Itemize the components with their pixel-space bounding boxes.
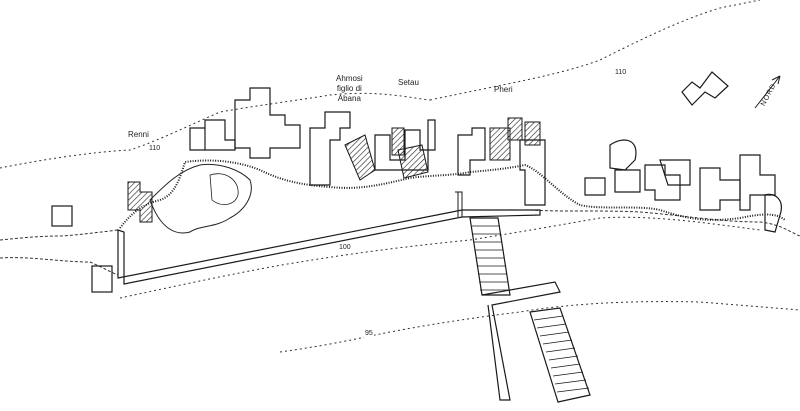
hatched-renni xyxy=(127,181,153,223)
contour-label-95: 95 xyxy=(364,330,374,338)
stair-treads xyxy=(472,225,590,393)
chamber-north-detached xyxy=(681,71,729,106)
chamber-outlier-left xyxy=(51,205,73,227)
chamber-right-9 xyxy=(764,193,782,233)
hatched-paheri-3 xyxy=(524,121,541,146)
stair-upper-outline xyxy=(469,217,511,296)
contour-label-110-left: 110 xyxy=(148,145,162,153)
label-renni: Renni xyxy=(128,130,149,139)
hatched-paheri-2 xyxy=(507,117,523,141)
stair-landing xyxy=(481,281,561,401)
chamber-large xyxy=(234,87,301,159)
chamber-outlier-low xyxy=(91,265,113,293)
hatched-paheri-1 xyxy=(489,127,511,161)
label-paheri: Pheri xyxy=(494,85,513,94)
hatched-chambers xyxy=(127,117,541,223)
chamber-right-3 xyxy=(609,139,637,171)
chamber-right-8 xyxy=(739,154,776,211)
cliff-face xyxy=(119,159,786,229)
north-arrow-icon xyxy=(754,75,781,109)
ground-edge-left xyxy=(0,229,119,276)
label-setau: Setau xyxy=(398,78,419,87)
label-ahmose-line3: Abana xyxy=(337,94,361,103)
chamber-right-2 xyxy=(584,177,606,196)
chamber-right-1 xyxy=(519,139,546,206)
stair-lower-outline xyxy=(529,307,591,403)
hatched-ahmose xyxy=(344,134,376,181)
contour-110-left xyxy=(0,92,431,169)
chamber-right-6 xyxy=(659,159,691,186)
hatched-setau-2 xyxy=(397,144,429,179)
chamber-right-5 xyxy=(644,164,681,201)
contour-label-110-top: 110 xyxy=(614,69,628,77)
staircase xyxy=(469,217,591,403)
causeway xyxy=(455,191,463,217)
chamber-renni xyxy=(189,119,236,151)
terrace-wall xyxy=(117,209,541,285)
chamber-ahmose-outer xyxy=(309,111,351,186)
rock-outline-renni xyxy=(149,163,252,234)
contour-110-top xyxy=(429,0,761,101)
chamber-right-7 xyxy=(699,167,741,211)
chamber-paheri-outer xyxy=(457,127,486,176)
contour-100 xyxy=(119,216,761,299)
rock-outline-renni-inner xyxy=(209,173,239,205)
tomb-chambers xyxy=(51,71,782,293)
contour-95 xyxy=(279,301,800,353)
chamber-right-4 xyxy=(614,169,641,193)
label-ahmose-line2: figlio di xyxy=(336,84,362,93)
label-ahmose-line1: Ahmosi xyxy=(336,74,363,83)
label-ahmose: Ahmosi figlio di Abana xyxy=(336,74,363,104)
contour-label-100: 100 xyxy=(338,244,352,252)
ground-edge-right xyxy=(529,209,800,237)
